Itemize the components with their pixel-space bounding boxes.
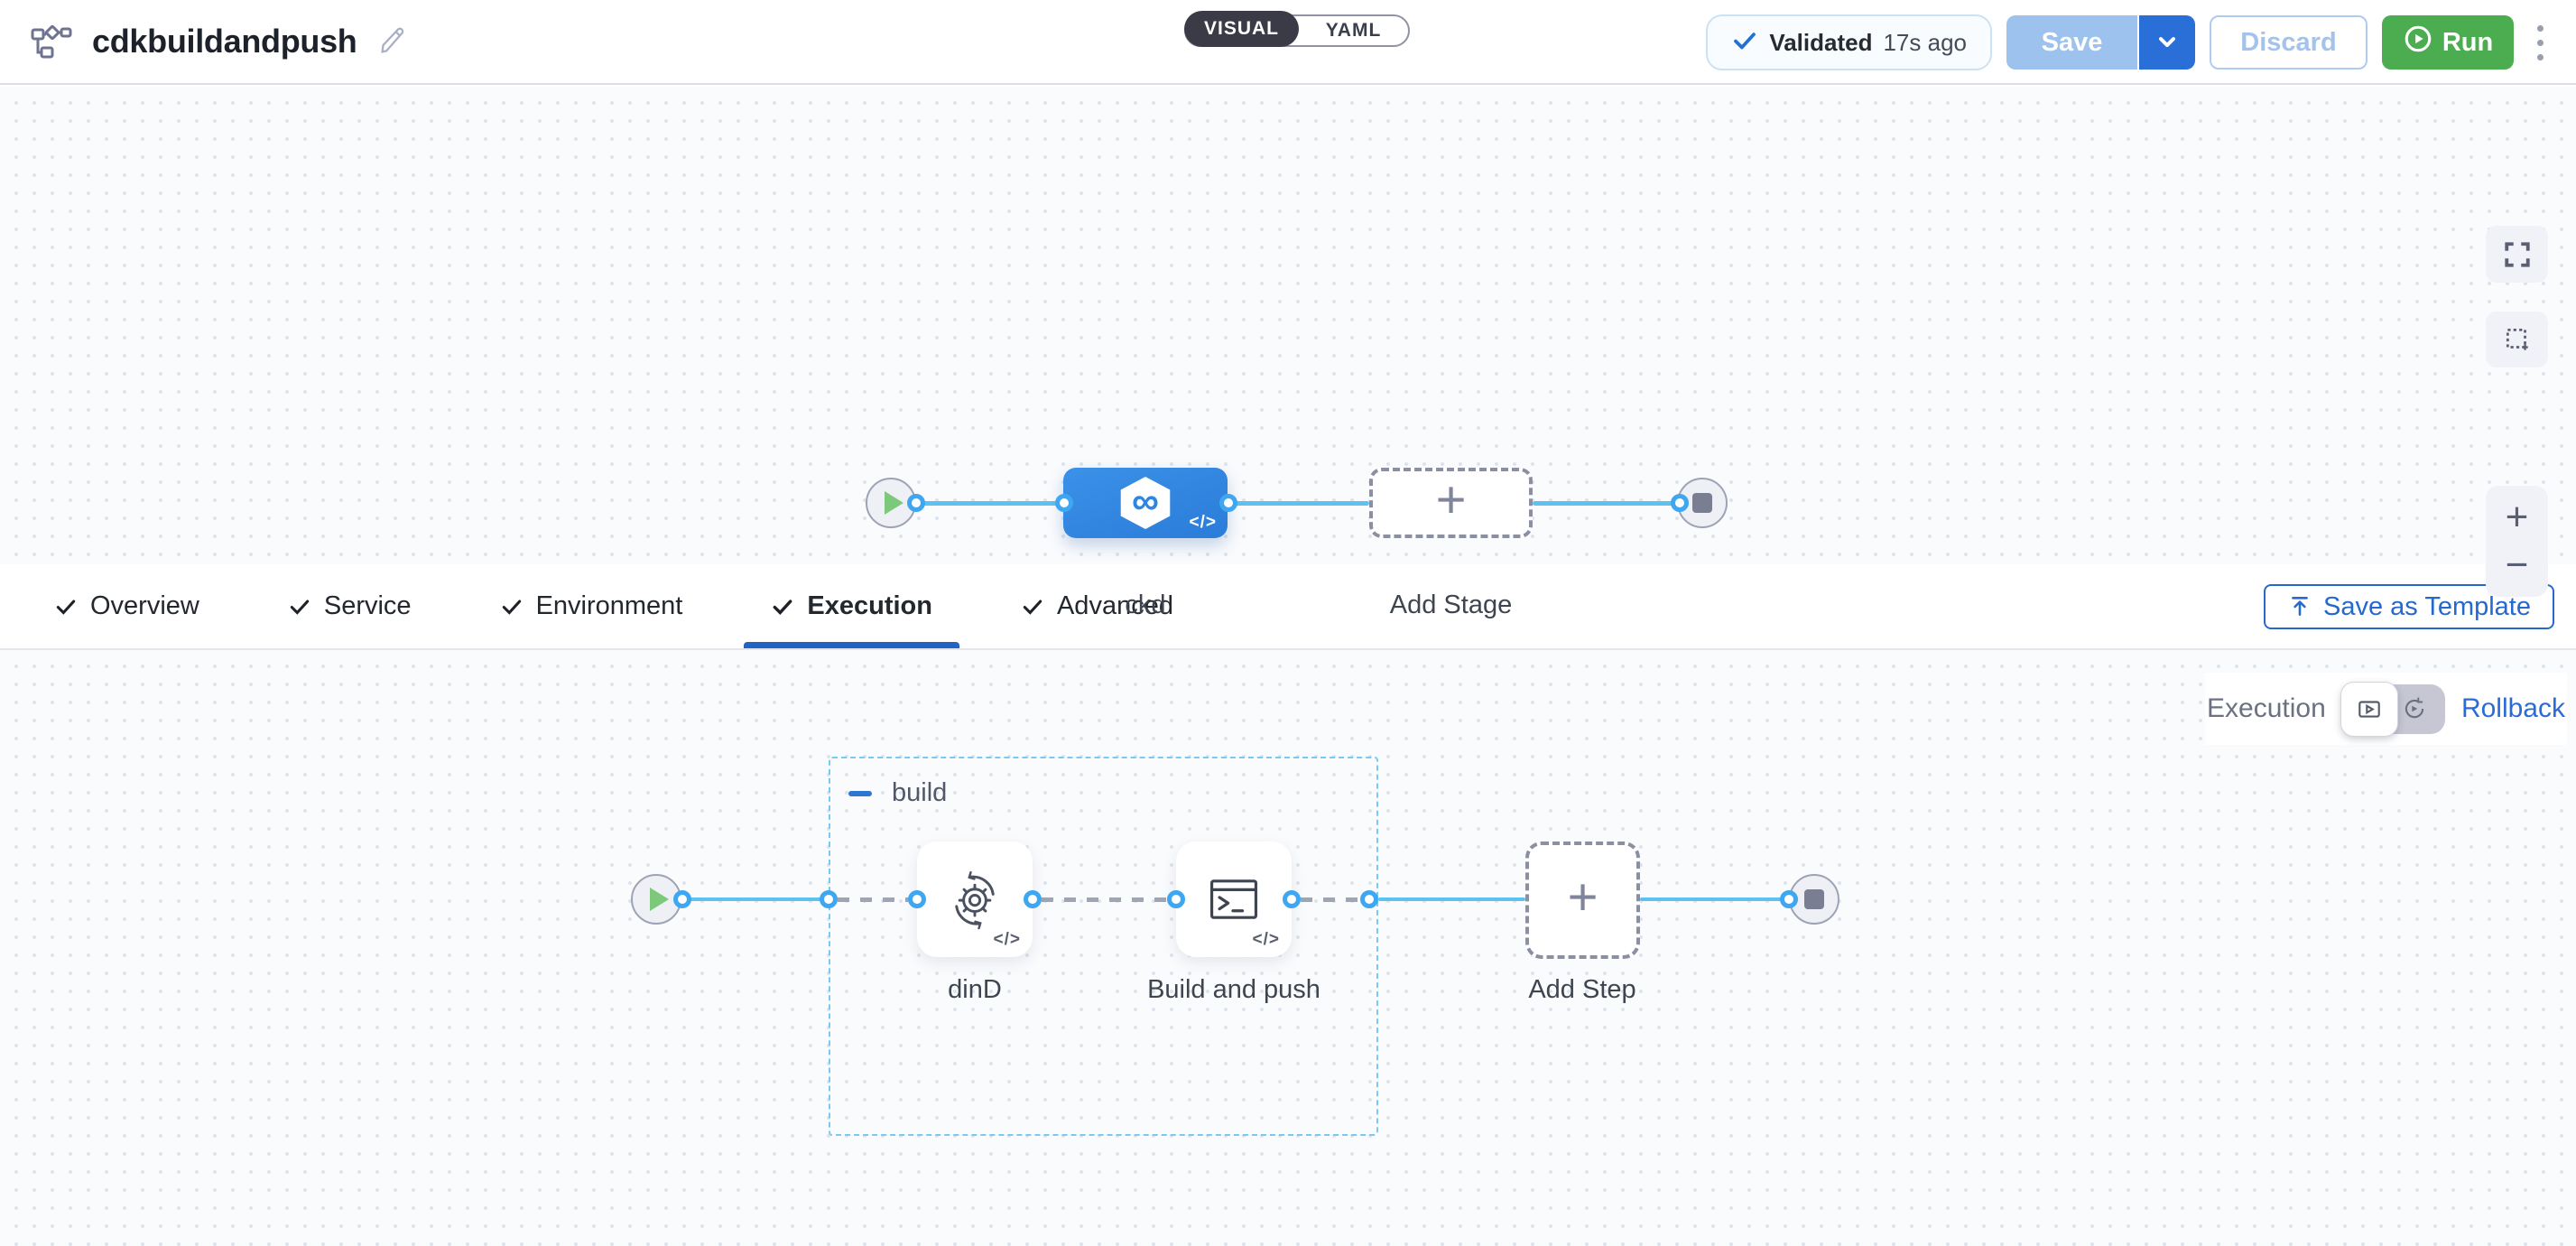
execution-mode-label: Execution — [2207, 693, 2326, 723]
collapse-group-icon[interactable] — [848, 790, 872, 796]
marquee-select-button[interactable] — [2486, 312, 2548, 367]
ci-infinity-hexagon-icon: ∞ — [1120, 477, 1171, 529]
stage-name-label: ckd — [1125, 590, 1166, 619]
connector-port[interactable] — [1055, 494, 1073, 512]
edge-line — [1228, 501, 1369, 506]
toggle-yaml[interactable]: YAML — [1325, 20, 1382, 41]
pipeline-end-node[interactable] — [1677, 478, 1728, 528]
check-icon — [1023, 600, 1042, 615]
edge-line — [1378, 897, 1525, 901]
edge-line — [1533, 501, 1680, 506]
connector-port[interactable] — [1360, 890, 1378, 908]
rollback-restore-icon — [2405, 697, 2424, 719]
check-icon — [773, 599, 792, 615]
add-step-label: Add Step — [1528, 975, 1636, 1004]
step-name-label: dinD — [948, 975, 1002, 1004]
zoom-out-button[interactable]: − — [2505, 543, 2529, 588]
plus-icon: + — [1435, 470, 1467, 529]
stop-square-icon — [1692, 493, 1712, 513]
connector-port[interactable] — [908, 890, 926, 908]
add-step-button[interactable]: + — [1525, 842, 1640, 959]
edit-pencil-icon[interactable] — [377, 26, 408, 57]
connector-port[interactable] — [1219, 494, 1237, 512]
run-button[interactable]: Run — [2382, 15, 2514, 70]
fullscreen-icon — [2504, 241, 2530, 267]
connector-port[interactable] — [673, 890, 691, 908]
kebab-menu-icon[interactable] — [2528, 20, 2553, 66]
save-as-template-button[interactable]: Save as Template — [2264, 584, 2554, 629]
upload-icon — [2292, 597, 2308, 616]
save-button[interactable]: Save — [2006, 15, 2137, 70]
connector-port[interactable] — [1283, 890, 1301, 908]
stop-square-icon — [1804, 889, 1824, 909]
save-separator — [2137, 15, 2139, 70]
fullscreen-button[interactable] — [2486, 226, 2548, 283]
pipeline-graph-icon — [31, 23, 72, 60]
code-icon: </> — [1252, 930, 1280, 949]
start-play-icon — [885, 491, 903, 515]
step-dind[interactable]: </> — [917, 842, 1033, 957]
top-header: cdkbuildandpush VISUAL YAML Validated 17… — [0, 0, 2576, 85]
zoom-in-button[interactable]: + — [2505, 494, 2529, 539]
tab-advanced[interactable]: Advanced — [1021, 564, 1173, 648]
run-label: Run — [2442, 27, 2494, 57]
validated-badge[interactable]: Validated 17s ago — [1706, 14, 1992, 70]
edge-line — [916, 501, 1064, 506]
page-title: cdkbuildandpush — [92, 23, 357, 60]
validated-time: 17s ago — [1883, 28, 1967, 56]
play-circle-icon — [2403, 23, 2433, 61]
connector-port[interactable] — [1024, 890, 1042, 908]
connector-port[interactable] — [820, 890, 838, 908]
tab-execution[interactable]: Execution — [744, 564, 959, 648]
visual-yaml-toggle: VISUAL YAML — [1184, 11, 1410, 47]
rollback-mode-button[interactable] — [2389, 684, 2440, 734]
discard-button[interactable]: Discard — [2210, 15, 2368, 70]
zoom-controls: + − — [2486, 486, 2548, 597]
rollback-link[interactable]: Rollback — [2460, 693, 2565, 723]
stage-tabbar: Overview Service Environment Execution A… — [0, 564, 2576, 650]
add-stage-label: Add Stage — [1389, 590, 1513, 619]
tab-overview[interactable]: Overview — [54, 564, 199, 648]
mode-segmented-toggle — [2340, 681, 2445, 737]
execution-mode-button[interactable] — [2340, 681, 2398, 737]
plus-icon: + — [1567, 868, 1598, 926]
code-icon: </> — [1189, 513, 1217, 532]
start-play-icon — [650, 888, 669, 911]
sync-gear-icon — [955, 870, 995, 930]
edge-line-dashed — [838, 897, 908, 902]
add-stage-button[interactable]: + — [1369, 468, 1533, 538]
code-icon: </> — [993, 930, 1021, 949]
save-menu-button[interactable] — [2139, 15, 2195, 70]
connector-port[interactable] — [1780, 890, 1798, 908]
step-build-and-push[interactable]: </> — [1176, 842, 1292, 957]
execution-step-canvas[interactable]: Execution Rollback build — [0, 650, 2576, 1246]
edge-line-dashed — [1301, 897, 1369, 902]
check-icon — [502, 600, 521, 615]
save-split-button: Save — [2006, 15, 2195, 70]
execution-rollback-switch: Execution Rollback — [2205, 673, 2567, 745]
validated-label: Validated — [1769, 28, 1873, 56]
connector-port[interactable] — [907, 494, 925, 512]
toggle-visual[interactable]: VISUAL — [1184, 11, 1300, 47]
connector-port[interactable] — [1671, 494, 1689, 512]
check-icon — [1731, 27, 1758, 59]
step-name-label: Build and push — [1147, 975, 1320, 1004]
execution-play-icon — [2358, 701, 2380, 718]
edge-line-dashed — [1042, 897, 1167, 902]
stage-node-ckd[interactable]: ∞ </> — [1063, 468, 1228, 538]
chevron-down-icon — [2154, 29, 2180, 57]
check-icon — [290, 600, 310, 615]
step-group-build[interactable]: build — [829, 757, 1378, 1136]
edge-line — [681, 897, 829, 901]
check-icon — [56, 600, 76, 615]
edge-line — [1640, 897, 1789, 901]
tab-environment[interactable]: Environment — [500, 564, 682, 648]
pipeline-stage-canvas[interactable]: ∞ </> + ckd Add Stage + − — [0, 87, 2576, 619]
connector-port[interactable] — [1167, 890, 1185, 908]
execution-start-node[interactable] — [631, 874, 681, 925]
terminal-icon — [1209, 879, 1258, 919]
tab-service[interactable]: Service — [288, 564, 412, 648]
group-name-label: build — [892, 778, 948, 807]
marquee-select-icon — [2506, 328, 2528, 350]
